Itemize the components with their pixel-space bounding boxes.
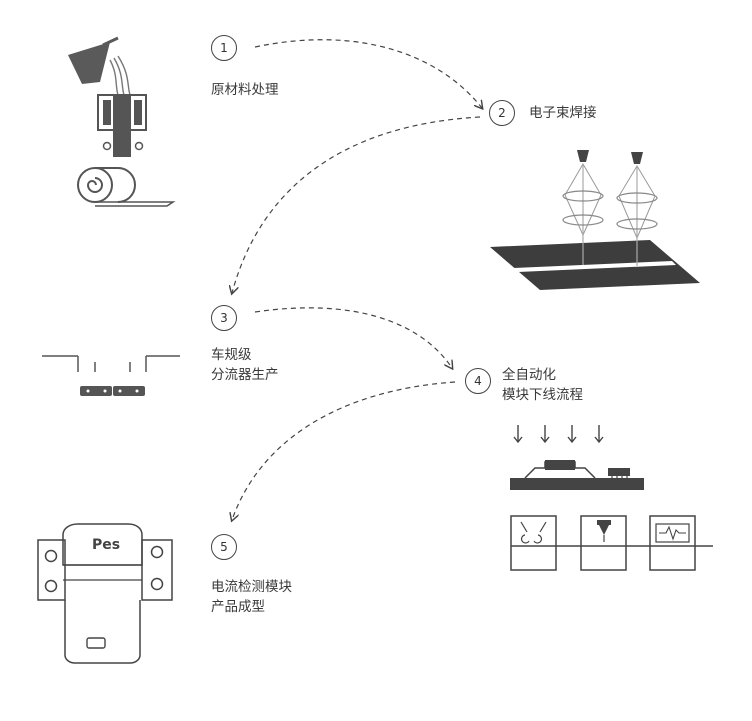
step-5-label: 电流检测模块 产品成型: [211, 579, 292, 615]
step-5-number: 5: [211, 534, 237, 560]
arrow-4-to-5: [232, 381, 456, 520]
step-2-number: 2: [489, 100, 515, 126]
step-1-number: 1: [211, 35, 237, 61]
step-2-label: 电子束焊接: [529, 105, 597, 121]
step-1-label: 原材料处理: [211, 82, 279, 98]
step-3-label: 车规级 分流器生产: [211, 347, 279, 383]
arrow-1-to-2: [254, 39, 482, 108]
step-4-number: 4: [465, 368, 491, 394]
step-4-label: 全自动化 模块下线流程: [502, 367, 583, 403]
step-3-number: 3: [211, 305, 237, 331]
product-logo: Pes: [92, 537, 120, 553]
